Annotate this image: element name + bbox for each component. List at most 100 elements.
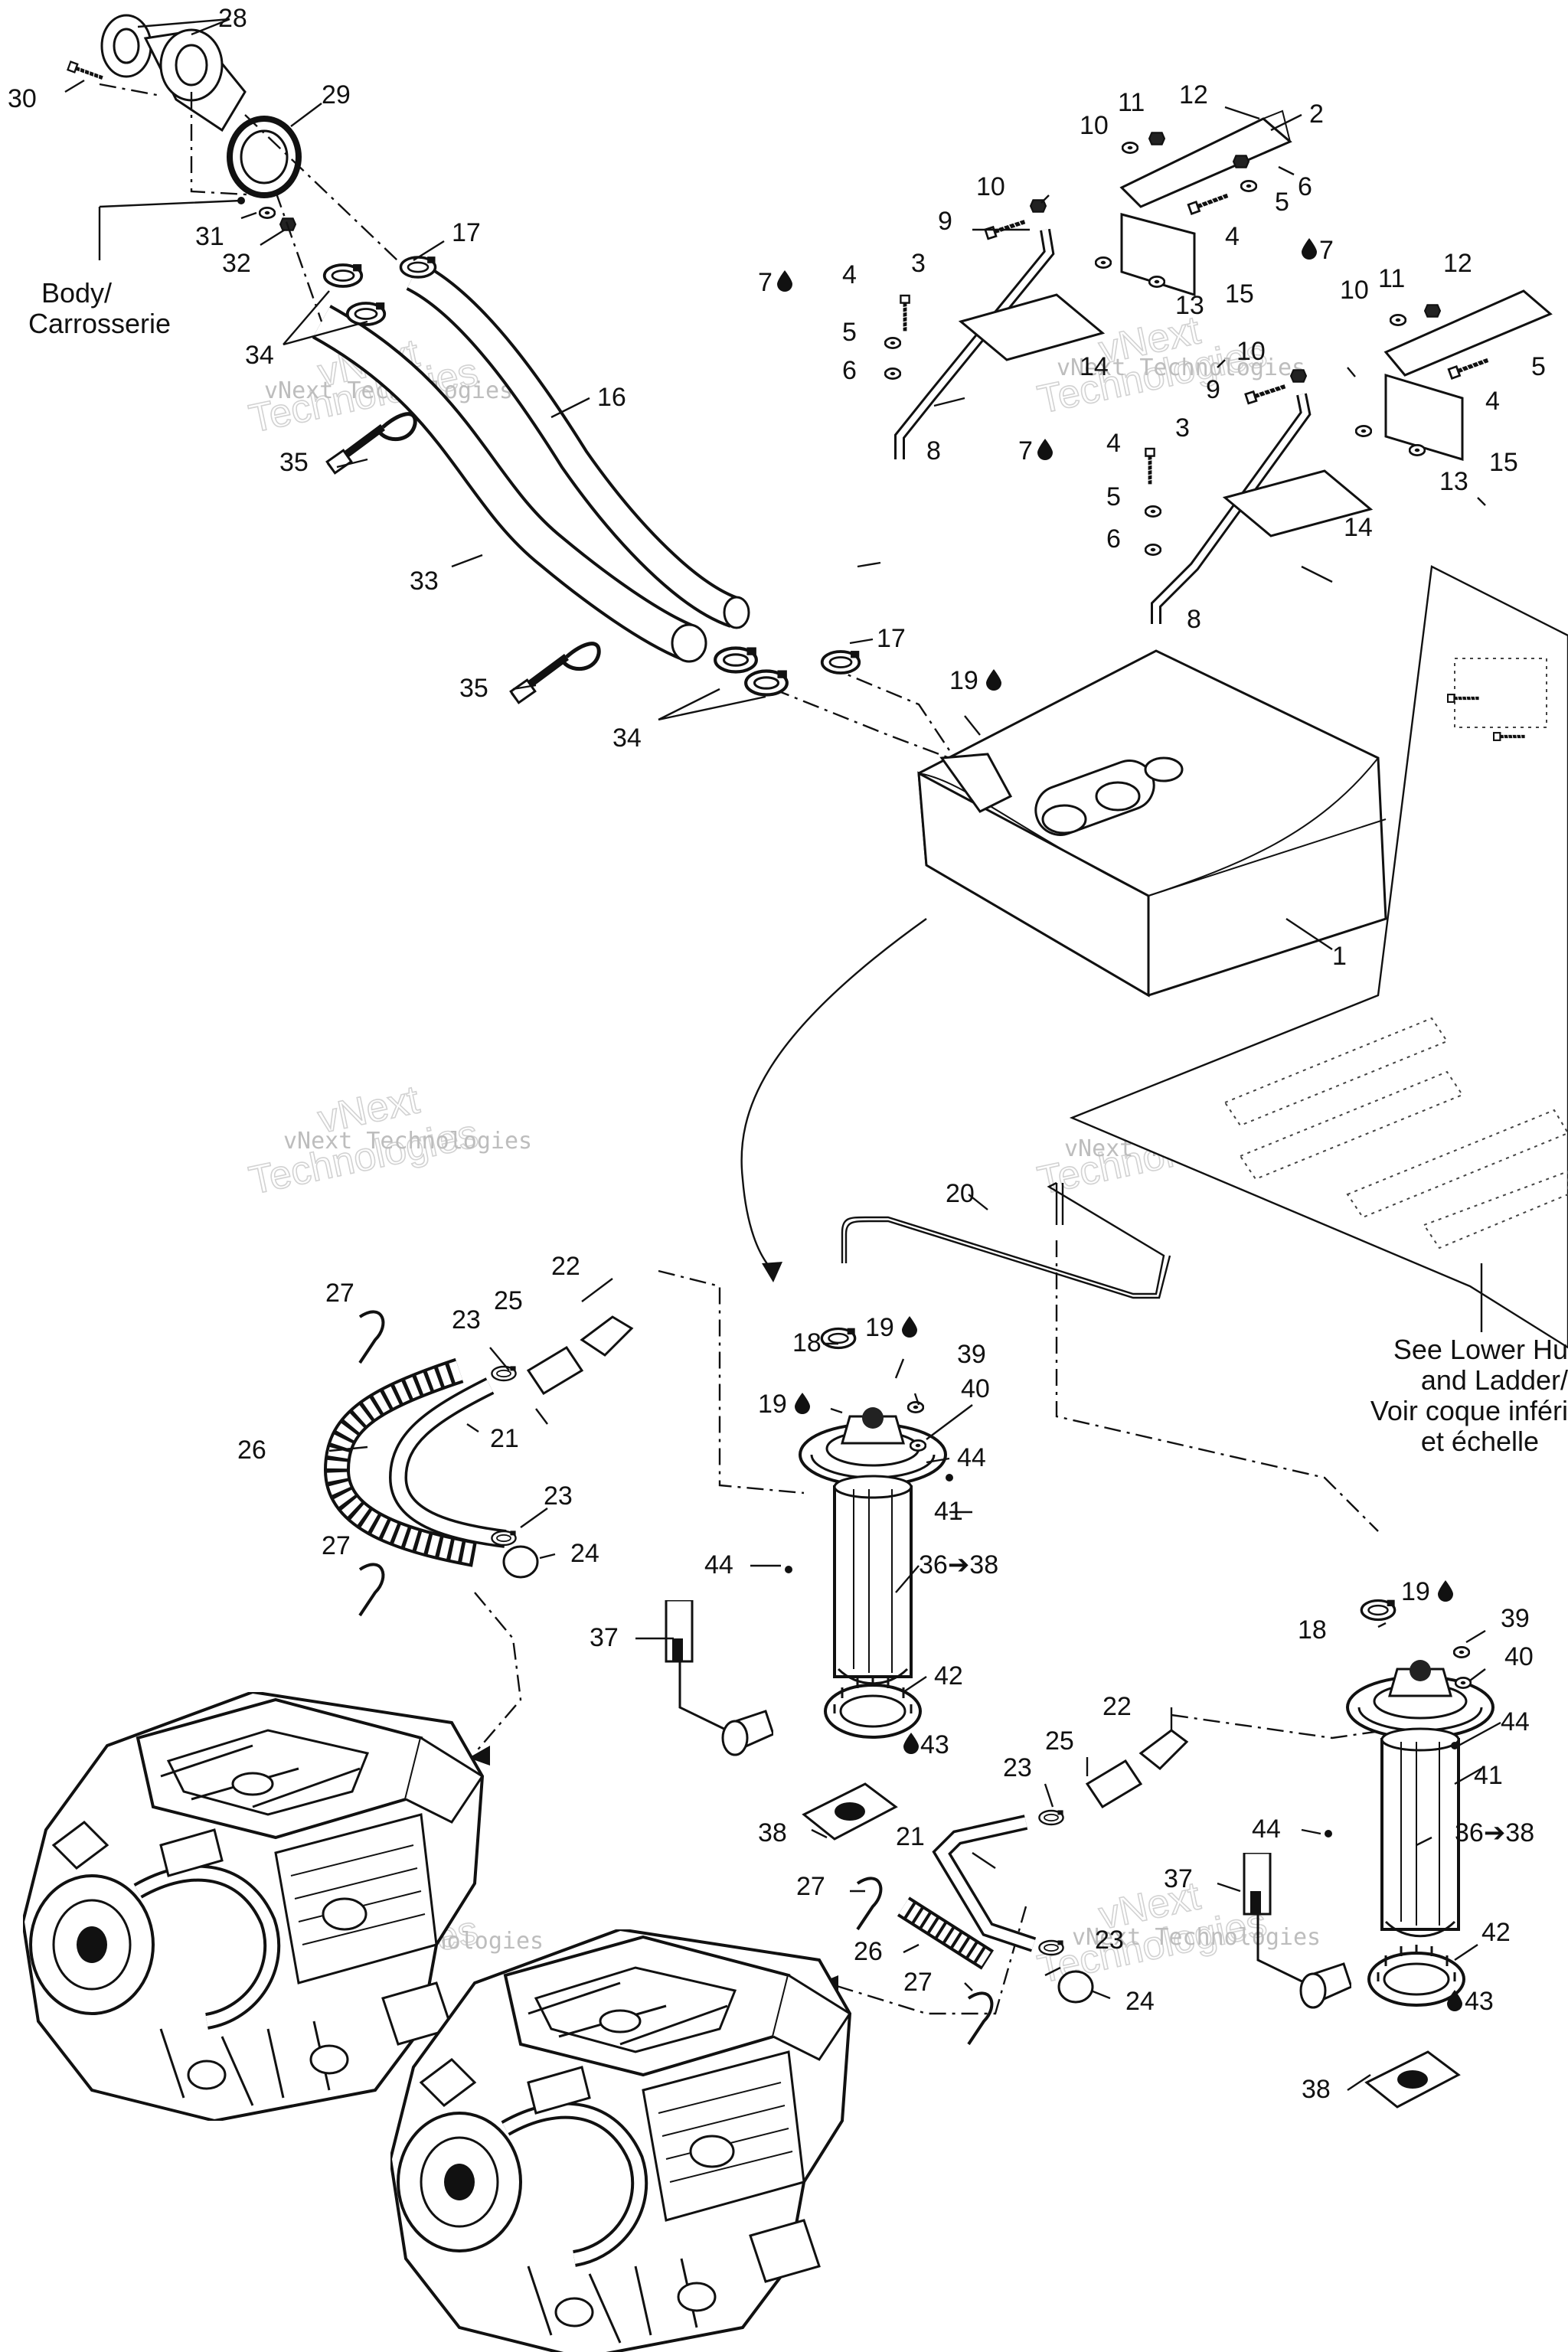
callout-24: 24 [1125,1987,1155,2016]
watermark-3: vNext Technologies vNext Technologies [245,1076,532,1204]
lower-hull-note-line1: See Lower Hu [1393,1334,1568,1365]
tank-strap-set-1 [884,109,1292,459]
callout-1: 1 [1332,942,1347,971]
callout-44: 44 [957,1443,986,1472]
watermark-text: vNext Technologies [1072,1924,1321,1951]
callout-2: 2 [1309,100,1324,129]
callout-40: 40 [1504,1642,1534,1671]
callout-6: 6 [1298,172,1312,201]
callout-19: 19 [1401,1577,1430,1606]
callout-27: 27 [322,1531,351,1560]
tank-strap-set-2 [1145,289,1553,624]
callout-31: 31 [195,222,224,251]
callout-22: 22 [1102,1692,1132,1721]
oil-drop-icon [1037,439,1053,460]
leader-lines [64,18,1501,2091]
callout-11: 11 [1118,88,1145,117]
callout-11: 11 [1378,264,1405,293]
callout-28: 28 [218,4,247,33]
callout-25: 25 [1045,1726,1074,1756]
callout-9: 9 [938,207,952,236]
oil-drop-icon [902,1316,917,1338]
watermark-text: vNext Technologies [1057,354,1305,381]
callout-10: 10 [1340,276,1369,305]
callout-27: 27 [325,1279,354,1308]
callout-27: 27 [796,1872,825,1901]
oil-drop-icon [777,270,792,292]
callout-5: 5 [1531,352,1546,381]
callout-35: 35 [279,448,309,477]
fuel-pump-module-1 [665,1326,953,1841]
callout-8: 8 [1187,605,1201,634]
callout-26: 26 [237,1436,266,1465]
callout-20: 20 [946,1179,975,1208]
callout-36-38: 36➔38 [1455,1818,1534,1847]
callout-6: 6 [1106,524,1121,554]
callout-43: 43 [920,1730,949,1759]
callout-39: 39 [957,1340,986,1369]
callout-29: 29 [322,80,351,109]
lower-hull-reference [1069,565,1568,1349]
callout-35: 35 [459,674,488,703]
callout-4: 4 [1106,429,1121,458]
callout-32: 32 [222,249,251,278]
callout-41: 41 [934,1497,963,1526]
callout-42: 42 [1481,1918,1511,1947]
engine-1 [23,1692,482,2121]
callout-19: 19 [949,666,978,695]
callout-27: 27 [903,1968,933,1997]
callout-13: 13 [1175,291,1204,320]
callout-19: 19 [758,1390,787,1419]
callout-44: 44 [704,1550,733,1579]
callout-21: 21 [490,1424,519,1453]
callout-14: 14 [1344,513,1373,542]
callout-18: 18 [792,1328,822,1357]
callout-33: 33 [410,567,439,596]
callout-15: 15 [1489,448,1518,477]
callout-16: 16 [597,383,626,412]
oil-drop-icon [1438,1580,1453,1602]
callout-44: 44 [1252,1815,1281,1844]
oil-drop-icon [986,669,1001,691]
callout-5: 5 [842,318,857,347]
callout-37: 37 [590,1623,619,1652]
callout-17: 17 [452,218,481,247]
callout-3: 3 [911,249,926,278]
oil-drop-icon [795,1393,810,1414]
callout-36-38: 36➔38 [919,1550,998,1579]
callout-43: 43 [1465,1987,1494,2016]
callout-7: 7 [758,268,773,297]
callout-25: 25 [494,1286,523,1315]
callout-23: 23 [544,1481,573,1511]
lower-hull-note-line3: Voir coque inféri [1370,1395,1568,1426]
callout-4: 4 [1225,222,1240,251]
callout-21: 21 [896,1822,925,1851]
callout-10: 10 [1236,337,1266,366]
callout-37: 37 [1164,1864,1193,1893]
filler-neck [67,14,302,198]
callout-19: 19 [865,1313,894,1342]
callout-4: 4 [1485,387,1500,416]
callout-12: 12 [1443,249,1472,278]
oil-drop-icon [903,1733,919,1754]
callout-3: 3 [1175,413,1190,443]
callout-4: 4 [842,260,857,289]
callout-10: 10 [976,172,1005,201]
callout-34: 34 [612,724,642,753]
callout-41: 41 [1474,1761,1503,1790]
callout-38: 38 [758,1818,787,1847]
callout-5: 5 [1106,482,1121,511]
callout-18: 18 [1298,1615,1327,1645]
callout-38: 38 [1302,2075,1331,2104]
body-note-line1: Body/ [41,277,112,309]
callout-15: 15 [1225,279,1254,309]
fuel-hose-16 [406,261,750,629]
callout-22: 22 [551,1252,580,1281]
callout-40: 40 [961,1374,990,1403]
callout-34: 34 [245,341,274,370]
fuel-line-left [323,1310,634,1617]
callout-23: 23 [452,1305,481,1334]
callout-24: 24 [570,1539,599,1568]
vent-hose-33 [312,305,707,663]
